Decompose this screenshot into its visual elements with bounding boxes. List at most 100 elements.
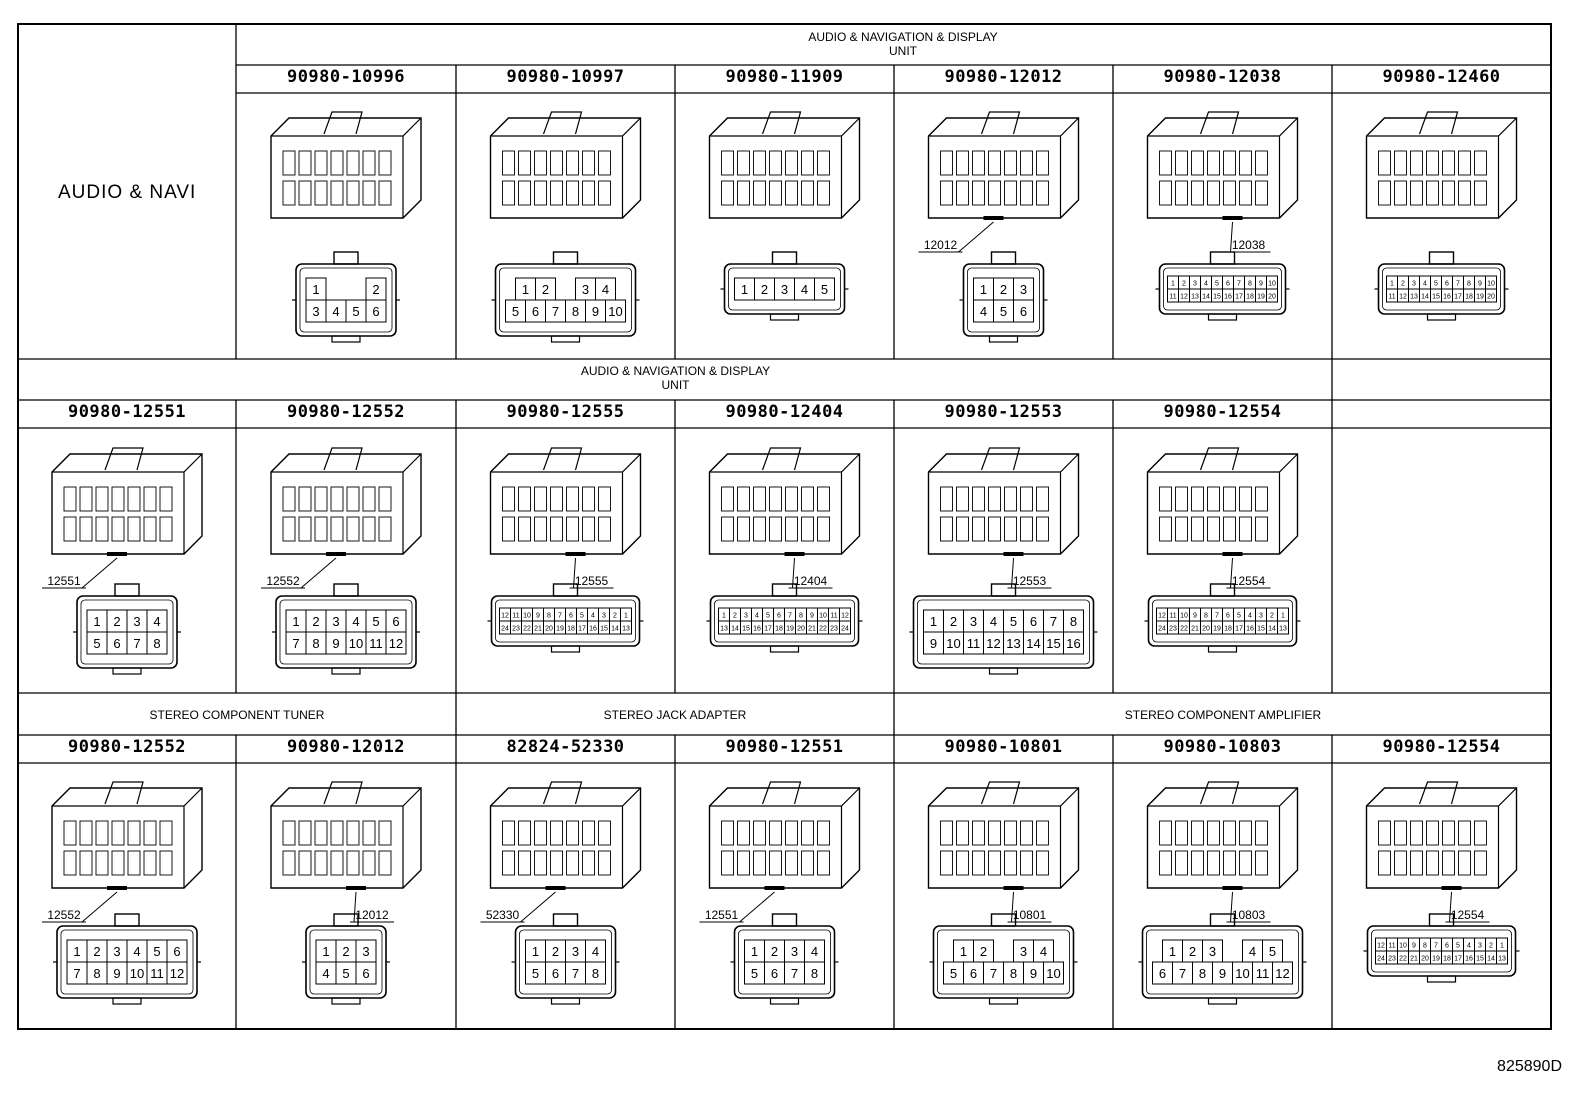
- cavity: [314, 516, 328, 542]
- cavity: [566, 820, 579, 846]
- pin-number: 12: [501, 613, 509, 620]
- cavity: [598, 850, 611, 876]
- pin-number: 6: [777, 613, 781, 620]
- pin-cell: 5: [814, 277, 835, 301]
- pin-number: 6: [532, 304, 539, 319]
- pin-number: 16: [1066, 636, 1080, 651]
- cavity: [940, 516, 953, 542]
- pin-cell: 14: [729, 620, 741, 635]
- part-number-label: 90980-12460: [1382, 67, 1501, 87]
- cavity: [330, 486, 344, 512]
- pin-number: 7: [1237, 281, 1241, 288]
- face-latch: [1209, 583, 1236, 597]
- cavity: [1020, 180, 1033, 206]
- pin-cell: 23: [1386, 950, 1398, 965]
- pin-cell: 5: [335, 961, 357, 985]
- pin-number: 12: [1377, 943, 1385, 950]
- pin-number: 2: [312, 614, 319, 629]
- pin-cell: 11: [365, 631, 387, 655]
- pin-cell: 1: [515, 277, 536, 301]
- pin-cell: 9: [1212, 961, 1233, 985]
- pin-number: 3: [602, 613, 606, 620]
- pin-cell: 7: [66, 961, 88, 985]
- cavity: [1442, 820, 1455, 846]
- pin-number: 5: [751, 966, 758, 981]
- pin-number: 6: [372, 304, 379, 319]
- cavity: [1239, 516, 1252, 542]
- face-foot: [988, 335, 1019, 343]
- face-inner: [937, 929, 1070, 995]
- cavity: [801, 180, 814, 206]
- face-inner: [967, 267, 1040, 333]
- face-inner: [499, 267, 632, 333]
- housing-outline: [51, 787, 203, 889]
- pin-number: 2: [1189, 944, 1196, 959]
- face-latch: [552, 583, 579, 597]
- part-number-label: 90980-10803: [1163, 737, 1282, 757]
- section-label-jack: STEREO JACK ADAPTER: [603, 708, 747, 722]
- pin-number: 11: [1388, 294, 1395, 301]
- housing-outline: [51, 453, 203, 555]
- pin-cell: 12: [166, 961, 188, 985]
- pin-number: 5: [1456, 943, 1460, 950]
- pin-number: 9: [536, 613, 540, 620]
- pin-number: 16: [1224, 294, 1232, 301]
- pin-cell: 10: [1485, 275, 1497, 290]
- latch: [761, 781, 802, 805]
- cavity: [1020, 486, 1033, 512]
- cavity: [143, 516, 157, 542]
- pin-cell: 5: [1211, 275, 1223, 290]
- pin-number: 2: [733, 613, 737, 620]
- cavity: [1255, 150, 1268, 176]
- cavity: [1474, 150, 1487, 176]
- cavity: [1426, 850, 1439, 876]
- housing-outline: [489, 117, 642, 219]
- pin-cell: 5: [744, 961, 765, 985]
- pin-number: 11: [512, 613, 519, 620]
- pin-cell: 15: [1043, 631, 1064, 655]
- cavity: [972, 180, 985, 206]
- cavity: [282, 486, 296, 512]
- pin-number: 4: [352, 614, 359, 629]
- cavity: [988, 486, 1001, 512]
- cavity: [502, 150, 515, 176]
- pin-cell: 8: [305, 631, 327, 655]
- cavity: [1207, 150, 1220, 176]
- housing-edge: [52, 453, 203, 554]
- face-latch: [333, 251, 359, 265]
- cavity: [298, 850, 312, 876]
- cavity: [111, 486, 125, 512]
- pin-number: 5: [532, 966, 539, 981]
- cavity: [972, 820, 985, 846]
- cavity: [1442, 180, 1455, 206]
- part-number-label: 90980-12552: [67, 737, 187, 757]
- housing-edge: [271, 117, 422, 218]
- pin-number: 8: [153, 636, 160, 651]
- cavity: [518, 180, 531, 206]
- pin-cell: 10: [605, 299, 626, 323]
- pin-cell: 5: [86, 631, 108, 655]
- cavity: [566, 850, 579, 876]
- housing-edge: [1147, 453, 1298, 554]
- cavity: [127, 820, 141, 846]
- pin-number: 14: [1202, 294, 1210, 301]
- pin-number: 4: [980, 304, 987, 319]
- latch: [980, 447, 1021, 471]
- pin-cell: 10: [521, 607, 533, 622]
- cavity: [1442, 850, 1455, 876]
- pin-cell: 7: [565, 961, 586, 985]
- connector-housing-drawing: [489, 447, 642, 555]
- pin-number: 11: [1169, 294, 1176, 301]
- cavity: [1394, 820, 1407, 846]
- connector-housing-drawing: [51, 781, 203, 889]
- face-latch: [114, 913, 140, 927]
- connector-housing-drawing: [1365, 111, 1518, 219]
- cavity: [1207, 180, 1220, 206]
- pin-cell: 18: [1222, 620, 1234, 635]
- housing-outline: [489, 453, 642, 555]
- pin-number: 9: [1219, 966, 1226, 981]
- pin-cell: 21: [806, 620, 818, 635]
